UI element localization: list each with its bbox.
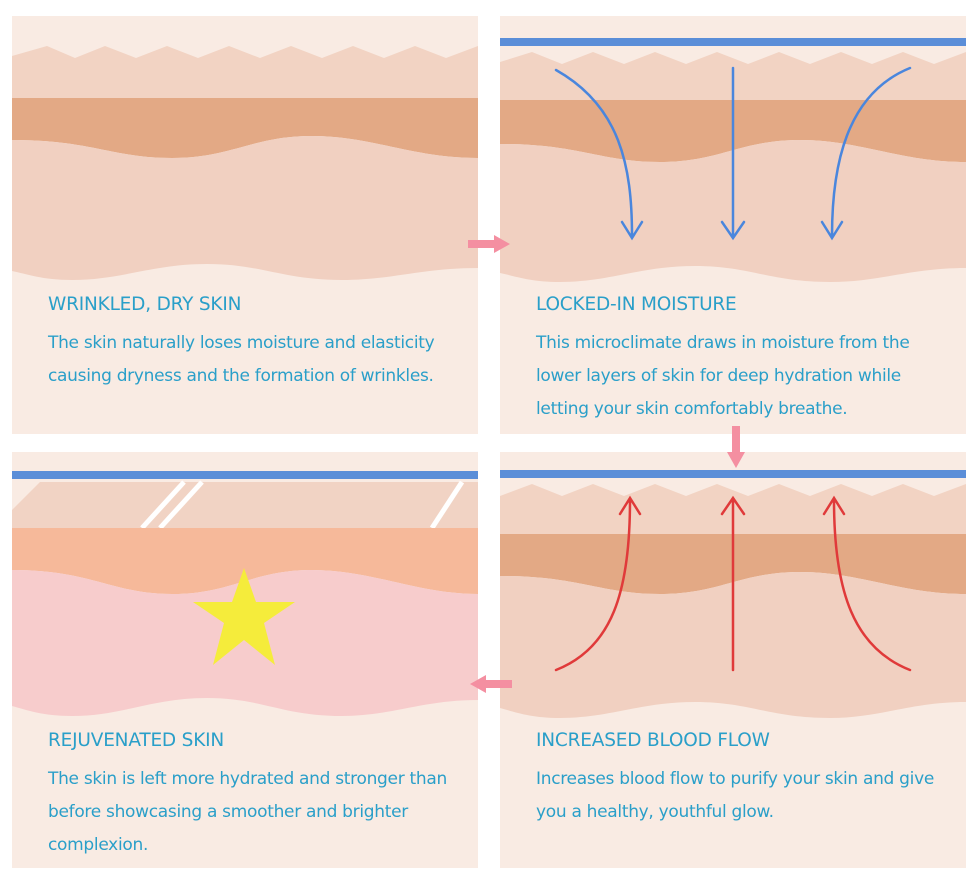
- arrow-left-icon: [468, 674, 514, 694]
- film-layer: [12, 471, 478, 479]
- moisture-film: [500, 470, 966, 478]
- panel-description: Increases blood flow to purify your skin…: [536, 763, 946, 829]
- panel-rejuvenated-skin: REJUVENATED SKIN The skin is left more h…: [12, 452, 478, 868]
- epidermis-layer: [12, 46, 478, 98]
- moisture-film: [500, 38, 966, 46]
- panel-increased-blood-flow: INCREASED BLOOD FLOW Increases blood flo…: [500, 452, 966, 868]
- arrow-right-icon: [466, 234, 512, 254]
- panel-description: The skin is left more hydrated and stron…: [48, 763, 458, 862]
- caption: LOCKED-IN MOISTURE This microclimate dra…: [536, 294, 946, 426]
- panel-title: WRINKLED, DRY SKIN: [48, 294, 458, 315]
- caption: REJUVENATED SKIN The skin is left more h…: [48, 730, 458, 862]
- panel-description: This microclimate draws in moisture from…: [536, 327, 946, 426]
- panel-description: The skin naturally loses moisture and el…: [48, 327, 458, 393]
- hypodermis-layer: [12, 136, 478, 280]
- arrow-down-icon: [726, 424, 746, 470]
- epidermis-layer: [12, 482, 478, 528]
- caption: INCREASED BLOOD FLOW Increases blood flo…: [536, 730, 946, 829]
- panel-title: INCREASED BLOOD FLOW: [536, 730, 946, 751]
- caption: WRINKLED, DRY SKIN The skin naturally lo…: [48, 294, 458, 393]
- panel-wrinkled-dry-skin: WRINKLED, DRY SKIN The skin naturally lo…: [12, 16, 478, 434]
- panel-title: REJUVENATED SKIN: [48, 730, 458, 751]
- panel-locked-in-moisture: LOCKED-IN MOISTURE This microclimate dra…: [500, 16, 966, 434]
- panel-title: LOCKED-IN MOISTURE: [536, 294, 946, 315]
